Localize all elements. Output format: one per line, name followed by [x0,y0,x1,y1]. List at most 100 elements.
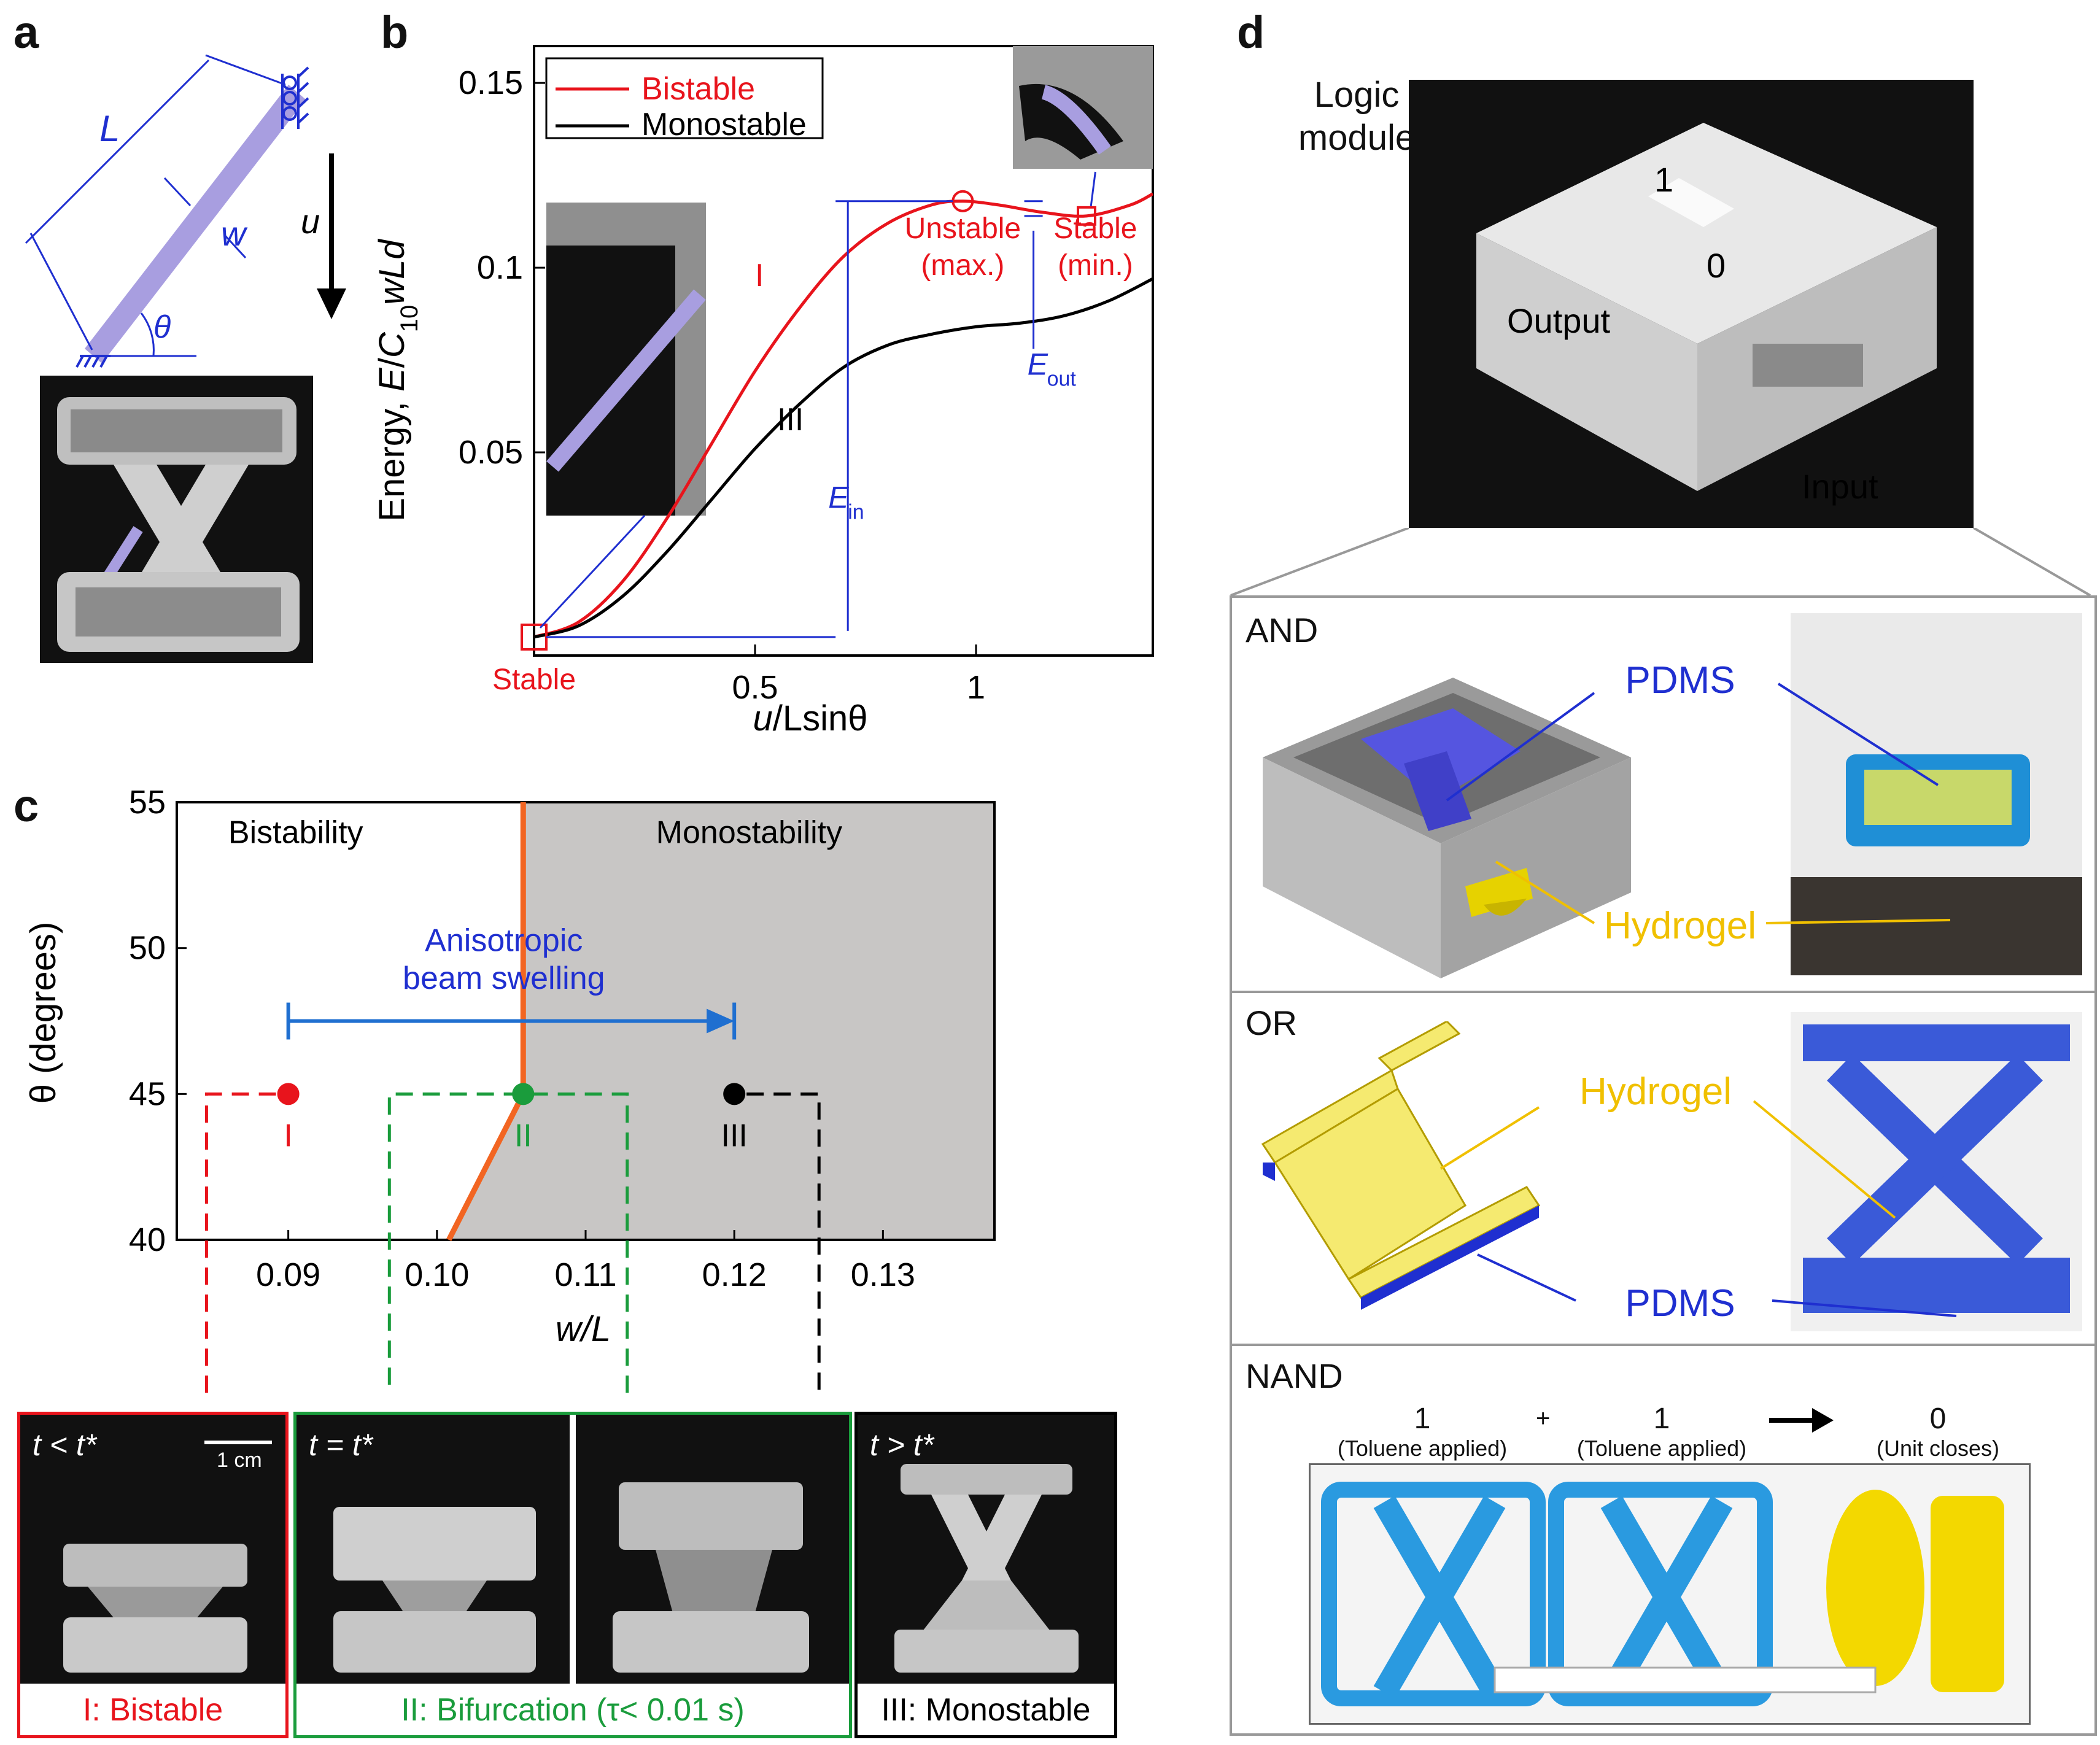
time-label-1: t < t* [33,1428,97,1462]
stable-min-label: Stable [1053,212,1137,245]
and-gate-callouts: PDMS Hydrogel [1446,659,1951,947]
or-gate-title: OR [1246,1004,1297,1042]
label-u: u [301,202,320,241]
panel-label-a: a [14,7,39,58]
right-arrow-icon [1769,1408,1834,1433]
label-L: L [99,108,120,149]
inset-photo-min [1013,46,1153,169]
y-tick-label: 0.05 [459,434,523,471]
frame-bistable: t < t* 1 cm I: Bistable [17,1412,289,1738]
and-gate-photo [1791,613,2082,975]
nand-gate-photo [1309,1463,2031,1725]
y-axis-label: Energy, E/C10wLd [372,239,423,522]
input-label: Input [1802,467,1878,506]
nand-output: 0 (Unit closes) [1876,1403,2000,1461]
point-I [277,1083,300,1105]
time-label-2: t = t* [309,1428,373,1462]
y-tick-label: 0.1 [477,249,523,286]
monostability-label: Monostability [656,815,842,851]
zoom-lines [1230,528,2091,597]
or-gate-callouts: Hydrogel PDMS [1439,1070,1957,1325]
stable-origin-label: Stable [492,664,576,696]
label-w: w [221,214,248,253]
point-label-II: II [514,1118,532,1153]
beam-shape [85,85,306,363]
or-gate-section: OR Hydrogel PDMS [1232,991,2094,1346]
e-in-label: E [828,480,849,514]
x-tick-label: 1 [967,669,985,706]
panel-label-c: c [14,780,39,831]
down-arrow-icon [317,153,346,319]
curve-label-III: III [777,402,804,438]
or-gate-photo [1791,1012,2082,1331]
theta-arc [140,312,155,357]
arrow-label-2: beam swelling [403,961,605,996]
gates-container: AND PDMS Hydrogel O [1230,595,2097,1736]
legend: Bistable Monostable [545,57,824,142]
output-label: Output [1507,301,1611,340]
nand-input-2: 1 (Toluene applied) [1576,1403,1747,1461]
swelling-arrow-head [707,1008,735,1034]
nand-input-1: 1 (Toluene applied) [1337,1403,1508,1461]
x-axis-label: u/Lsinθ [753,698,867,738]
bistability-label: Bistability [228,815,363,851]
caption-bistable: I: Bistable [20,1685,285,1735]
nand-gate-title: NAND [1246,1356,1343,1395]
series-lines [533,192,1154,639]
x-tick-label: 0.5 [732,669,778,706]
panel-label-b: b [381,7,409,58]
x-tick-label: 0.11 [554,1256,616,1293]
inset-photo-stable [546,203,706,516]
or-hydrogel-label: Hydrogel [1579,1070,1732,1113]
dashed-connector-3 [746,1092,821,1393]
annotations: IIIIUnstable(max.)Stable(min.)StableEinE… [492,171,1137,696]
and-pdms-label: PDMS [1625,659,1735,702]
x-tick-label: 0.12 [702,1256,767,1293]
dashed-connector-1 [204,1092,276,1393]
x-tick-label: 0.13 [851,1256,915,1293]
stable-min-marker [1077,206,1096,226]
frame-bifurcation: t = t* II: Bifurcation (τ< 0.01 s) [293,1412,852,1738]
and-hydrogel-label: Hydrogel [1604,905,1756,947]
or-pdms-label: PDMS [1625,1282,1735,1325]
stable-min-label-2: (min.) [1058,249,1133,282]
dashed-connector-2 [387,1092,629,1393]
and-gate-diagram [1263,678,1631,978]
and-gate-title: AND [1246,611,1319,649]
panel-label-d: d [1237,7,1265,58]
nand-plus: + [1536,1405,1551,1432]
arrow-label-1: Anisotropic [425,923,583,958]
inset-pointer [539,514,646,629]
w-L-axis-label: w/L [556,1309,611,1349]
series-line-monostable [533,277,1154,639]
curve-label-I: I [755,258,764,293]
e-in-sub: in [848,500,864,524]
bistable-unit-photo [40,376,313,663]
or-gate-diagram [1261,1021,1541,1310]
fixed-support-icon [76,355,110,368]
y-tick-label: 45 [129,1075,166,1112]
legend-bistable: Bistable [641,71,755,107]
scale-bar-label: 1 cm [217,1449,262,1472]
point-label-III: III [721,1118,748,1153]
nand-gate-section: NAND 1 (Toluene applied) + 1 (Toluene ap… [1232,1344,2094,1733]
point-label-I: I [284,1118,292,1153]
unstable-label-2: (max.) [921,249,1004,282]
y-tick-label: 40 [129,1221,166,1258]
caption-bifurcation: II: Bifurcation (τ< 0.01 s) [296,1685,849,1735]
length-dimension [25,54,286,350]
legend-monostable: Monostable [641,107,807,142]
width-dimension [163,177,247,259]
unstable-label: Unstable [905,212,1021,245]
y-tick-label: 55 [129,784,166,821]
e-out-label: E [1028,347,1048,382]
point-III [723,1083,746,1105]
logic-module-photo: 1 0 Output Input [1409,80,1974,528]
x-tick-label: 0.10 [405,1256,469,1293]
time-label-3: t > t* [870,1428,934,1462]
frame-monostable: t > t* III: Monostable [854,1412,1117,1738]
plot-frame [533,45,1154,657]
